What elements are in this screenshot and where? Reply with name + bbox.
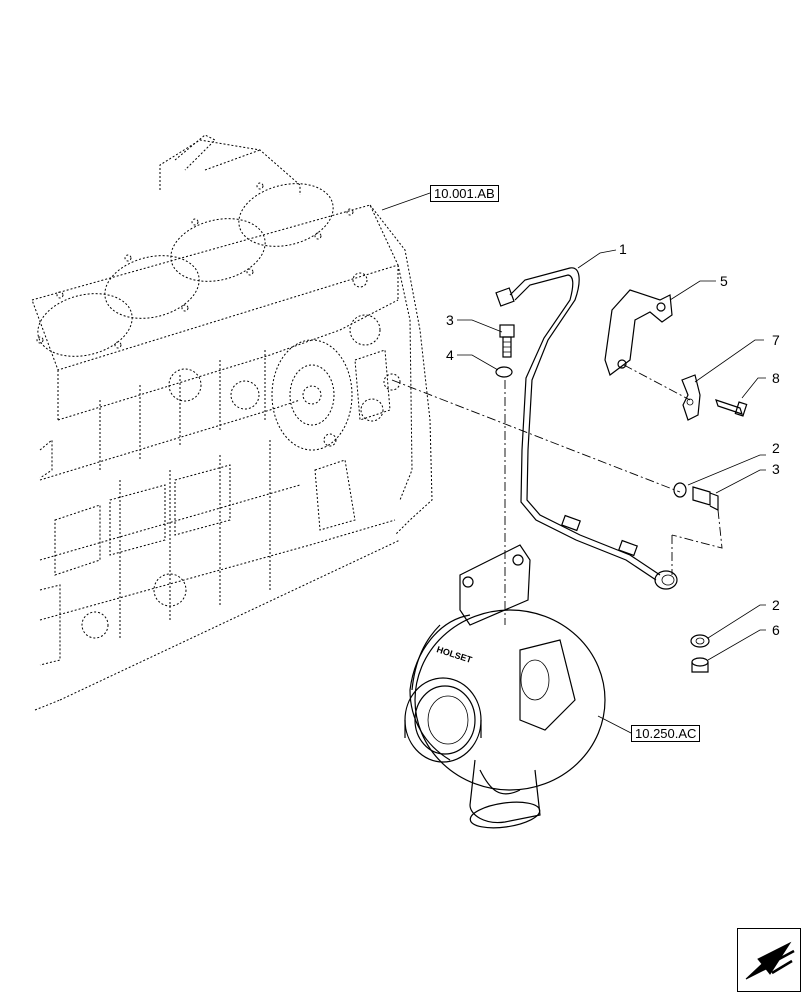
assembly-center-lines [391,364,723,625]
engine-block-reference[interactable]: 10.001.AB [430,185,499,202]
pipe-clamp [681,374,701,421]
callout-8: 8 [772,370,780,386]
bracket [604,289,673,376]
callout-7: 7 [772,332,780,348]
washer-middle [673,482,687,498]
oil-feed-pipe [495,267,678,590]
back-button[interactable] [737,928,801,992]
engine-block-drawing [31,134,433,711]
callout-2-middle: 2 [772,440,780,456]
turbo-brand-marking: HOLSET [435,644,473,665]
sealing-ring-upper [495,366,513,378]
callout-4: 4 [446,347,454,363]
back-arrow-icon [745,941,795,980]
callout-1: 1 [619,241,627,257]
leader-lines [381,192,766,734]
plug [691,657,709,673]
turbocharger-reference[interactable]: 10.250.AC [631,725,701,742]
bolt [715,399,748,417]
callout-5: 5 [720,273,728,289]
callout-3-upper: 3 [446,312,454,328]
fitting-upper [499,324,515,358]
callout-2-lower: 2 [772,597,780,613]
callout-3-middle: 3 [772,461,780,477]
fitting-middle [692,486,719,511]
washer-lower [690,634,710,648]
callout-6: 6 [772,622,780,638]
turbocharger-drawing: HOLSET [404,544,606,829]
